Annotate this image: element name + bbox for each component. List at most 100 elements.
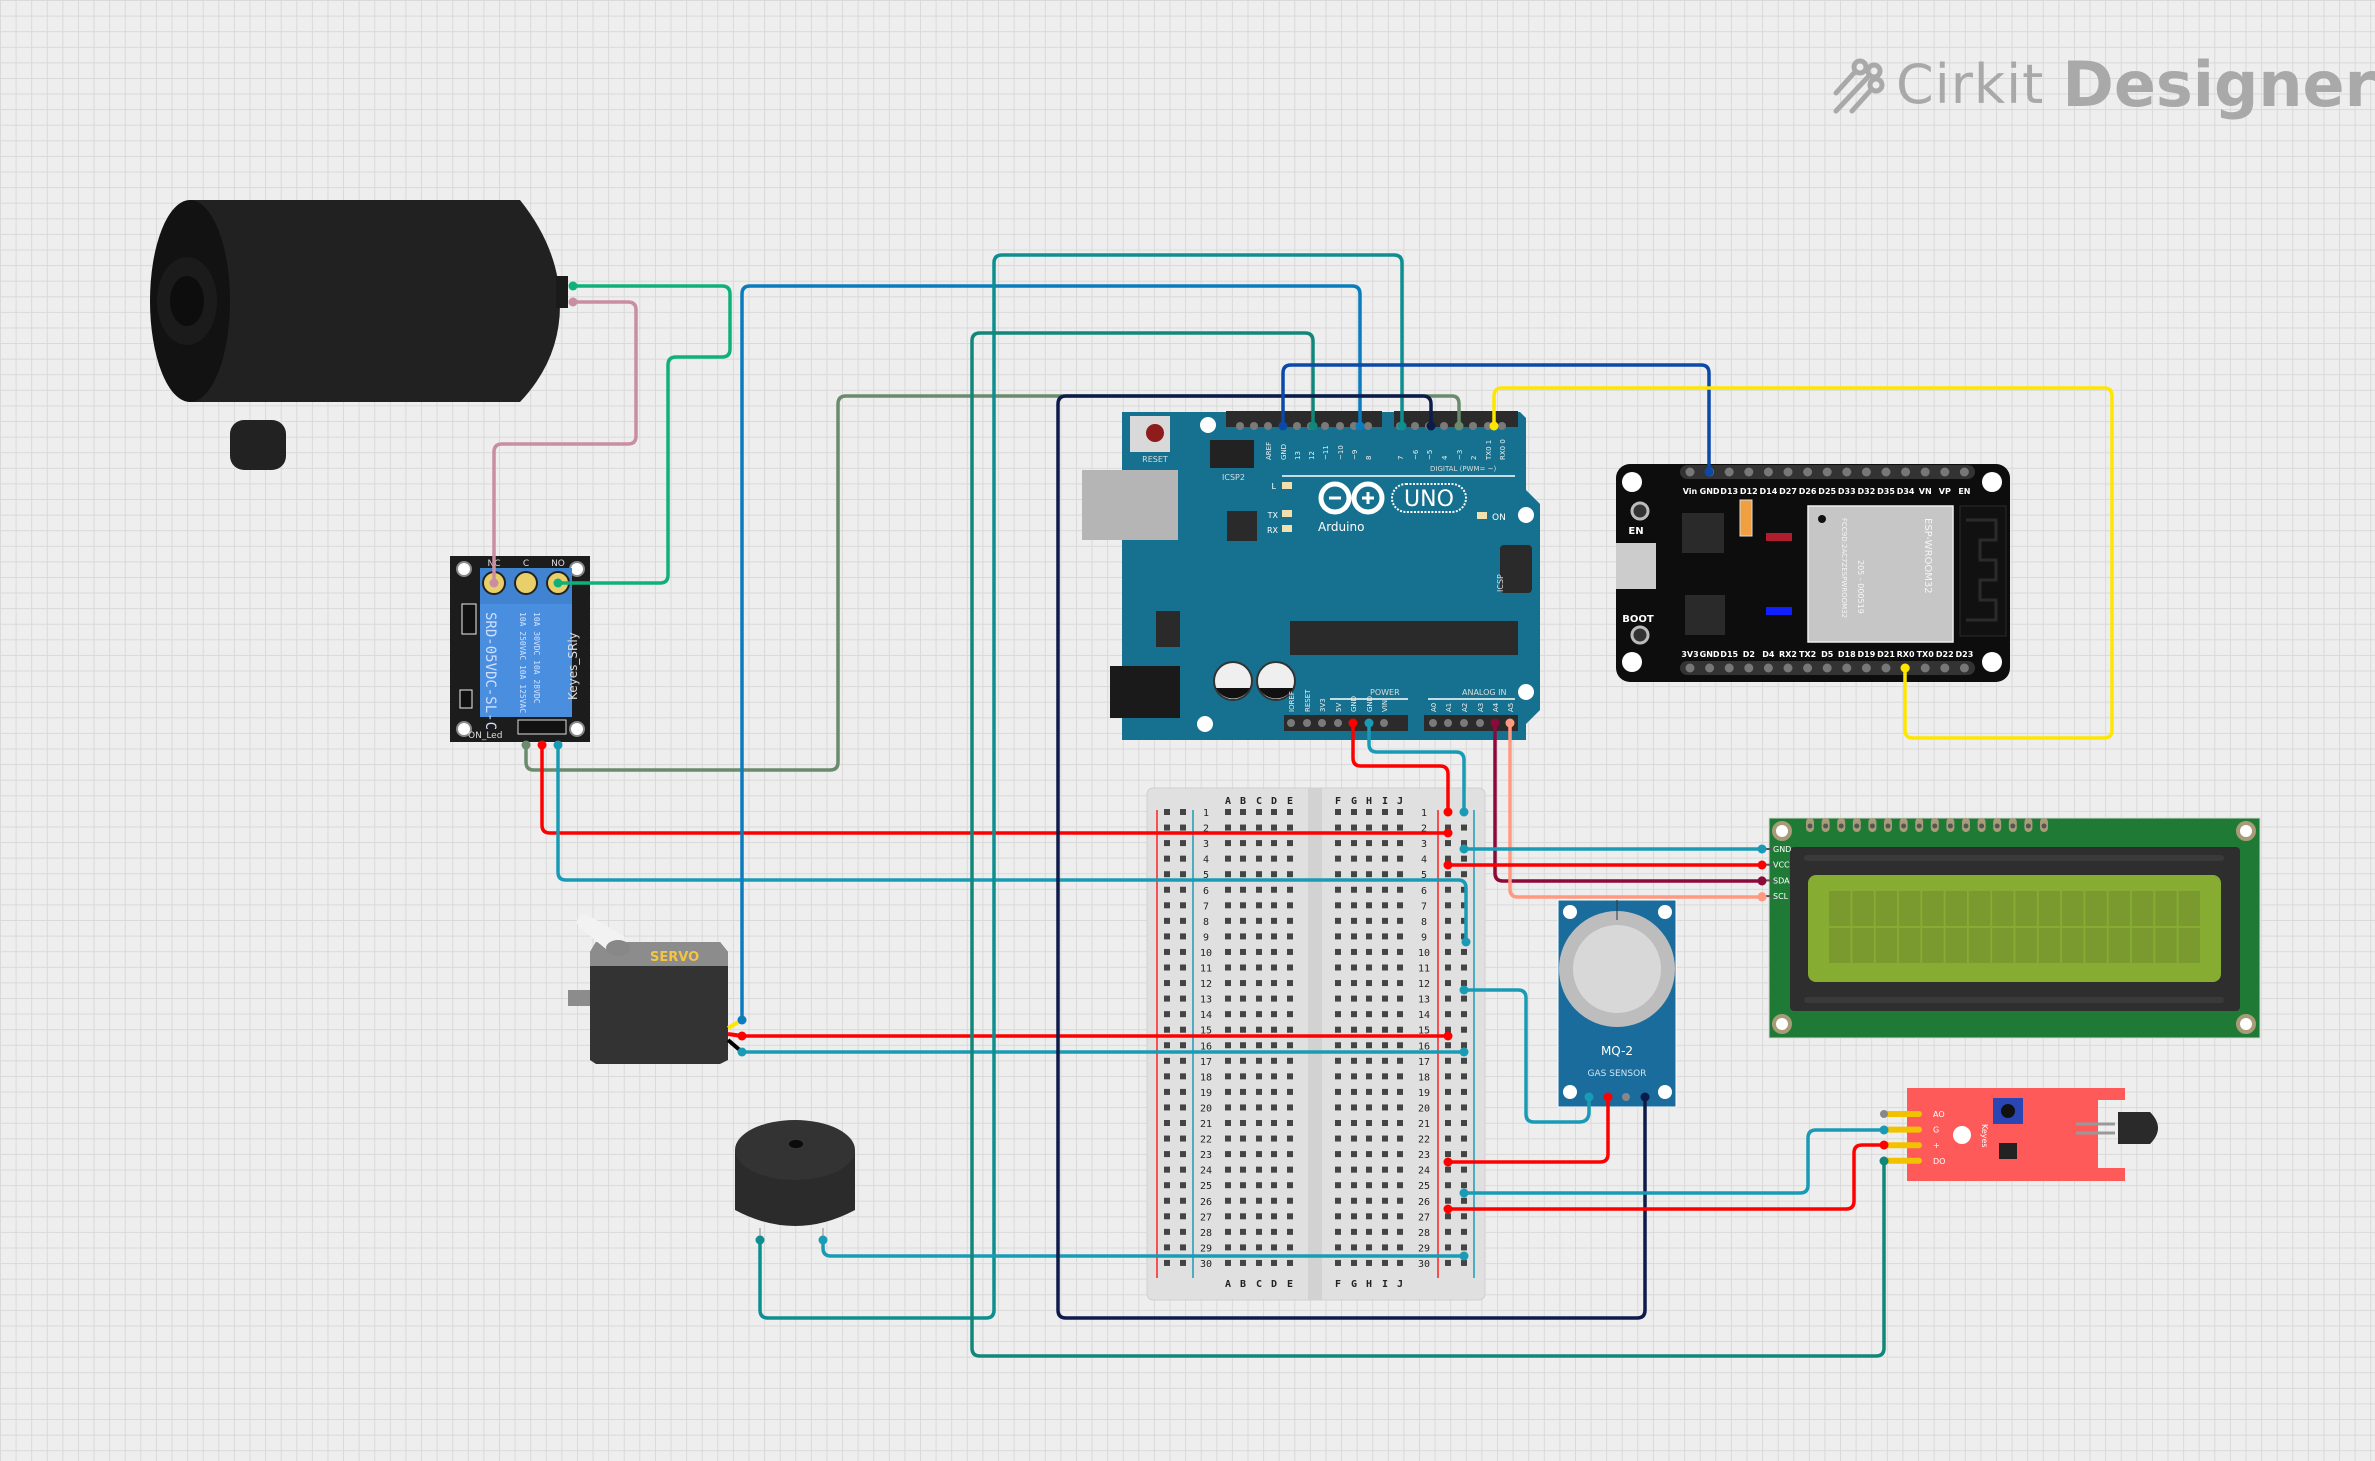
wire-endpoint[interactable] (755, 1235, 765, 1245)
breadboard-hole[interactable] (1180, 824, 1186, 831)
breadboard-hole[interactable] (1271, 980, 1277, 987)
wire-endpoint[interactable] (553, 740, 563, 750)
wire-endpoint[interactable] (1640, 1092, 1650, 1102)
wire-relay-signal-to-arduino-3[interactable] (524, 394, 1461, 772)
breadboard-hole[interactable] (1335, 948, 1341, 955)
breadboard-hole[interactable] (1351, 1073, 1357, 1080)
breadboard-hole[interactable] (1382, 809, 1388, 815)
breadboard-hole[interactable] (1225, 933, 1231, 940)
breadboard-hole[interactable] (1164, 917, 1170, 924)
breadboard-hole[interactable] (1335, 809, 1341, 815)
breadboard-hole[interactable] (1240, 840, 1246, 847)
wire-endpoint[interactable] (1397, 421, 1407, 431)
breadboard-hole[interactable] (1335, 1166, 1341, 1173)
breadboard-hole[interactable] (1225, 1042, 1231, 1049)
breadboard-hole[interactable] (1351, 995, 1357, 1002)
esp32-pin[interactable] (1783, 663, 1793, 673)
breadboard-hole[interactable] (1225, 948, 1231, 955)
breadboard-hole[interactable] (1382, 1228, 1388, 1235)
wire-flame-gnd-to-breadboard[interactable] (1462, 1128, 1886, 1195)
esp32-pin[interactable] (1861, 467, 1871, 477)
breadboard-hole[interactable] (1461, 855, 1467, 862)
breadboard-hole[interactable] (1256, 1213, 1262, 1220)
breadboard-hole[interactable] (1445, 1104, 1451, 1111)
arduino-pin[interactable] (1440, 422, 1448, 430)
breadboard-hole[interactable] (1180, 840, 1186, 847)
breadboard-hole[interactable] (1180, 1120, 1186, 1126)
breadboard-hole[interactable] (1335, 855, 1341, 862)
breadboard-hole[interactable] (1225, 1244, 1231, 1251)
breadboard-hole[interactable] (1240, 1135, 1246, 1142)
breadboard-hole[interactable] (1180, 948, 1186, 955)
breadboard-hole[interactable] (1287, 948, 1293, 955)
breadboard-hole[interactable] (1397, 824, 1403, 831)
breadboard-hole[interactable] (1180, 902, 1186, 909)
breadboard-hole[interactable] (1461, 1166, 1467, 1173)
breadboard-hole[interactable] (1335, 886, 1341, 893)
breadboard-hole[interactable] (1461, 948, 1467, 955)
wire-mq2-vcc-to-breadboard[interactable] (1446, 1095, 1610, 1164)
breadboard-hole[interactable] (1164, 995, 1170, 1002)
breadboard-hole[interactable] (1351, 809, 1357, 815)
breadboard-hole[interactable] (1366, 871, 1372, 878)
breadboard-hole[interactable] (1256, 1042, 1262, 1049)
breadboard-hole[interactable] (1351, 948, 1357, 955)
breadboard-hole[interactable] (1461, 886, 1467, 893)
arduino-pin[interactable] (1303, 719, 1311, 727)
breadboard-hole[interactable] (1225, 1259, 1231, 1266)
breadboard-hole[interactable] (1397, 933, 1403, 940)
breadboard-hole[interactable] (1366, 1244, 1372, 1251)
esp32-pin[interactable] (1959, 663, 1969, 673)
arduino-pin[interactable] (1469, 422, 1477, 430)
breadboard-hole[interactable] (1461, 995, 1467, 1002)
wire-endpoint[interactable] (568, 281, 578, 291)
wire-endpoint[interactable] (1278, 421, 1288, 431)
breadboard-hole[interactable] (1225, 855, 1231, 862)
breadboard-hole[interactable] (1287, 1104, 1293, 1111)
breadboard-hole[interactable] (1351, 1057, 1357, 1064)
wire-pump-to-relay-no[interactable] (556, 284, 732, 585)
breadboard-hole[interactable] (1180, 1135, 1186, 1142)
breadboard-hole[interactable] (1240, 995, 1246, 1002)
wire-endpoint[interactable] (1704, 467, 1714, 477)
arduino-pin[interactable] (1364, 422, 1372, 430)
breadboard-hole[interactable] (1445, 1011, 1451, 1018)
breadboard-hole[interactable] (1240, 886, 1246, 893)
breadboard-hole[interactable] (1180, 933, 1186, 940)
breadboard-hole[interactable] (1271, 1182, 1277, 1189)
breadboard-hole[interactable] (1287, 1026, 1293, 1033)
breadboard-hole[interactable] (1240, 1042, 1246, 1049)
breadboard-hole[interactable] (1240, 1026, 1246, 1033)
breadboard-hole[interactable] (1382, 1088, 1388, 1095)
breadboard-hole[interactable] (1445, 902, 1451, 909)
breadboard-hole[interactable] (1164, 980, 1170, 987)
breadboard-hole[interactable] (1382, 1026, 1388, 1033)
breadboard-hole[interactable] (1287, 902, 1293, 909)
esp32-pin[interactable] (1724, 467, 1734, 477)
breadboard-hole[interactable] (1240, 809, 1246, 815)
breadboard-hole[interactable] (1225, 1197, 1231, 1204)
breadboard-hole[interactable] (1180, 995, 1186, 1002)
breadboard-hole[interactable] (1397, 1166, 1403, 1173)
wire-endpoint[interactable] (1757, 860, 1767, 870)
arduino-pin[interactable] (1380, 719, 1388, 727)
wire-buzzer-to-breadboard-gnd[interactable] (821, 1238, 1466, 1258)
wire-mq2-gnd-to-breadboard[interactable] (1462, 988, 1591, 1124)
wire-endpoint[interactable] (1459, 1188, 1469, 1198)
wire-servo-signal-to-arduino-9[interactable] (740, 284, 1362, 1022)
breadboard-hole[interactable] (1461, 1244, 1467, 1251)
arduino-pin[interactable] (1321, 422, 1329, 430)
breadboard-hole[interactable] (1351, 1120, 1357, 1126)
breadboard-hole[interactable] (1335, 1135, 1341, 1142)
breadboard-hole[interactable] (1271, 1104, 1277, 1111)
arduino-pin[interactable] (1429, 719, 1437, 727)
breadboard-hole[interactable] (1240, 1213, 1246, 1220)
breadboard-hole[interactable] (1225, 886, 1231, 893)
breadboard-hole[interactable] (1351, 980, 1357, 987)
breadboard-hole[interactable] (1445, 1135, 1451, 1142)
breadboard-hole[interactable] (1397, 995, 1403, 1002)
breadboard-hole[interactable] (1287, 871, 1293, 878)
breadboard-hole[interactable] (1397, 855, 1403, 862)
wire-endpoint[interactable] (568, 297, 578, 307)
breadboard-hole[interactable] (1461, 1259, 1467, 1266)
